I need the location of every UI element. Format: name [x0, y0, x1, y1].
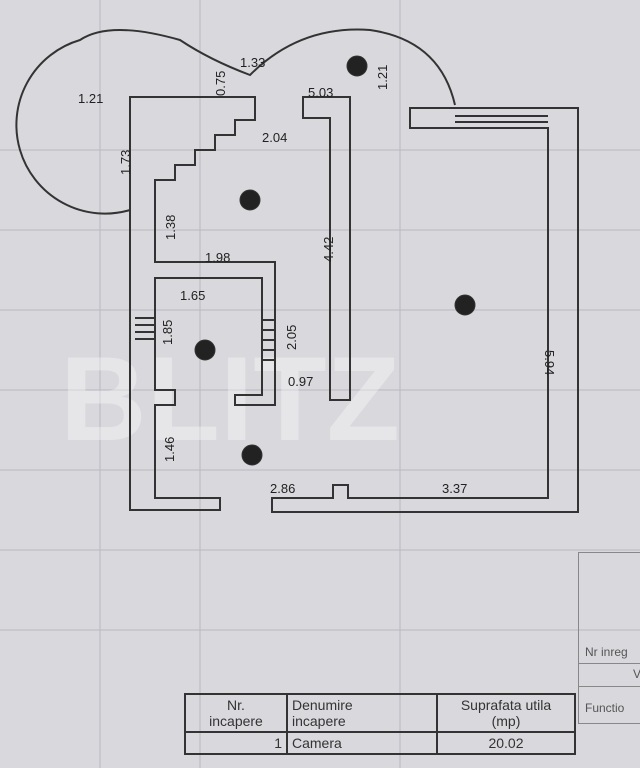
header-area: Suprafata utila — [460, 697, 552, 713]
room-number: 4 — [248, 448, 255, 463]
dim-label: 5.94 — [542, 350, 557, 375]
header-area-2: (mp) — [491, 713, 521, 729]
side-row-1: Nr inreg — [585, 645, 628, 659]
cell-name: Camera — [286, 731, 438, 755]
room-number: 3 — [201, 343, 208, 358]
dim-label: 2.86 — [270, 481, 295, 496]
dim-label: 2.05 — [284, 325, 299, 350]
dim-label: 2.04 — [262, 130, 287, 145]
dim-label: 0.75 — [213, 71, 228, 96]
dim-label: 5.03 — [308, 85, 333, 100]
walls — [15, 28, 579, 513]
table-row: 1 Camera 20.02 — [184, 731, 576, 755]
dim-label: 1.46 — [162, 437, 177, 462]
dim-label: 1.85 — [160, 320, 175, 345]
room-number: 2 — [246, 193, 253, 208]
header-name-2: incapere — [292, 713, 346, 729]
header-nr-2: incapere — [209, 713, 263, 729]
header-nr: Nr. — [227, 697, 245, 713]
dim-label: 1.65 — [180, 288, 205, 303]
dim-label: 0.97 — [288, 374, 313, 389]
cell-area: 20.02 — [436, 731, 576, 755]
dim-label: 1.73 — [118, 150, 133, 175]
room-number: 1 — [461, 298, 468, 313]
dim-label: 1.98 — [205, 250, 230, 265]
dim-label: 1.21 — [375, 65, 390, 90]
header-name: Denumire — [292, 697, 353, 713]
side-table: Nr inreg V Functio — [578, 552, 640, 724]
side-row-2: V — [633, 667, 640, 681]
cell-nr: 1 — [184, 731, 288, 755]
dim-label: 1.21 — [78, 91, 103, 106]
side-row-3: Functio — [585, 701, 625, 715]
dim-label: 1.38 — [163, 215, 178, 240]
room-number: 5 — [353, 59, 360, 74]
dim-label: 4.42 — [321, 237, 336, 262]
dim-label: 3.37 — [442, 481, 467, 496]
dim-label: 1.33 — [240, 55, 265, 70]
